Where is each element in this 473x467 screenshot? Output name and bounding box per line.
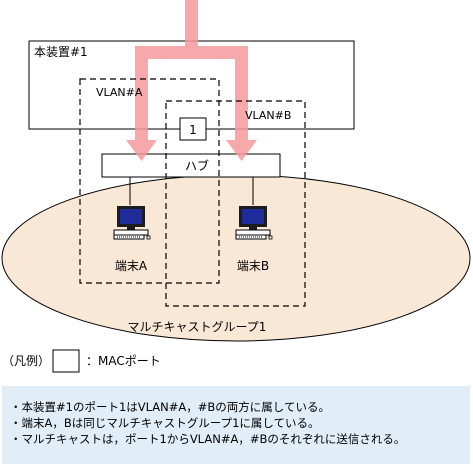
hub-box bbox=[101, 153, 281, 178]
multicast-group-label: マルチキャストグループ1 bbox=[128, 320, 267, 334]
legend-prefix: （凡例） bbox=[2, 354, 50, 368]
legend-port-box bbox=[52, 349, 80, 373]
hub-label: ハブ bbox=[185, 158, 209, 173]
multicast-vlan-diagram: 本装置#1 ハブ VLAN#A VLAN#B 1 端末A 端末B マルチキャスト… bbox=[1, 0, 471, 373]
note-line: ・端末A，Bは同じマルチキャストグループ1に属している。 bbox=[10, 416, 320, 430]
note-line: ・マルチキャストは，ポート1からVLAN#A，#Bのそれぞれに送信される。 bbox=[10, 432, 406, 446]
terminal-a-computer-icon bbox=[113, 205, 151, 240]
vlan-b-label: VLAN#B bbox=[245, 109, 291, 122]
device-label: 本装置#1 bbox=[34, 45, 88, 59]
legend-text: ：MACポート bbox=[86, 354, 161, 368]
vlan-a-box bbox=[79, 78, 220, 284]
vlan-b-box bbox=[165, 100, 306, 307]
terminal-b-label: 端末B bbox=[237, 259, 269, 273]
terminal-b-computer-icon bbox=[235, 205, 273, 240]
vlan-a-label: VLAN#A bbox=[96, 86, 143, 99]
note-line: ・本装置#1のポート1はVLAN#A，#Bの両方に属している。 bbox=[10, 400, 330, 414]
multicast-group-ellipse bbox=[1, 174, 471, 342]
port-1-box bbox=[179, 117, 207, 141]
port-1-label: 1 bbox=[189, 123, 197, 137]
terminal-a-label: 端末A bbox=[115, 259, 148, 273]
notes-box: ・本装置#1のポート1はVLAN#A，#Bの両方に属している。 ・端末A，Bは同… bbox=[2, 386, 470, 464]
